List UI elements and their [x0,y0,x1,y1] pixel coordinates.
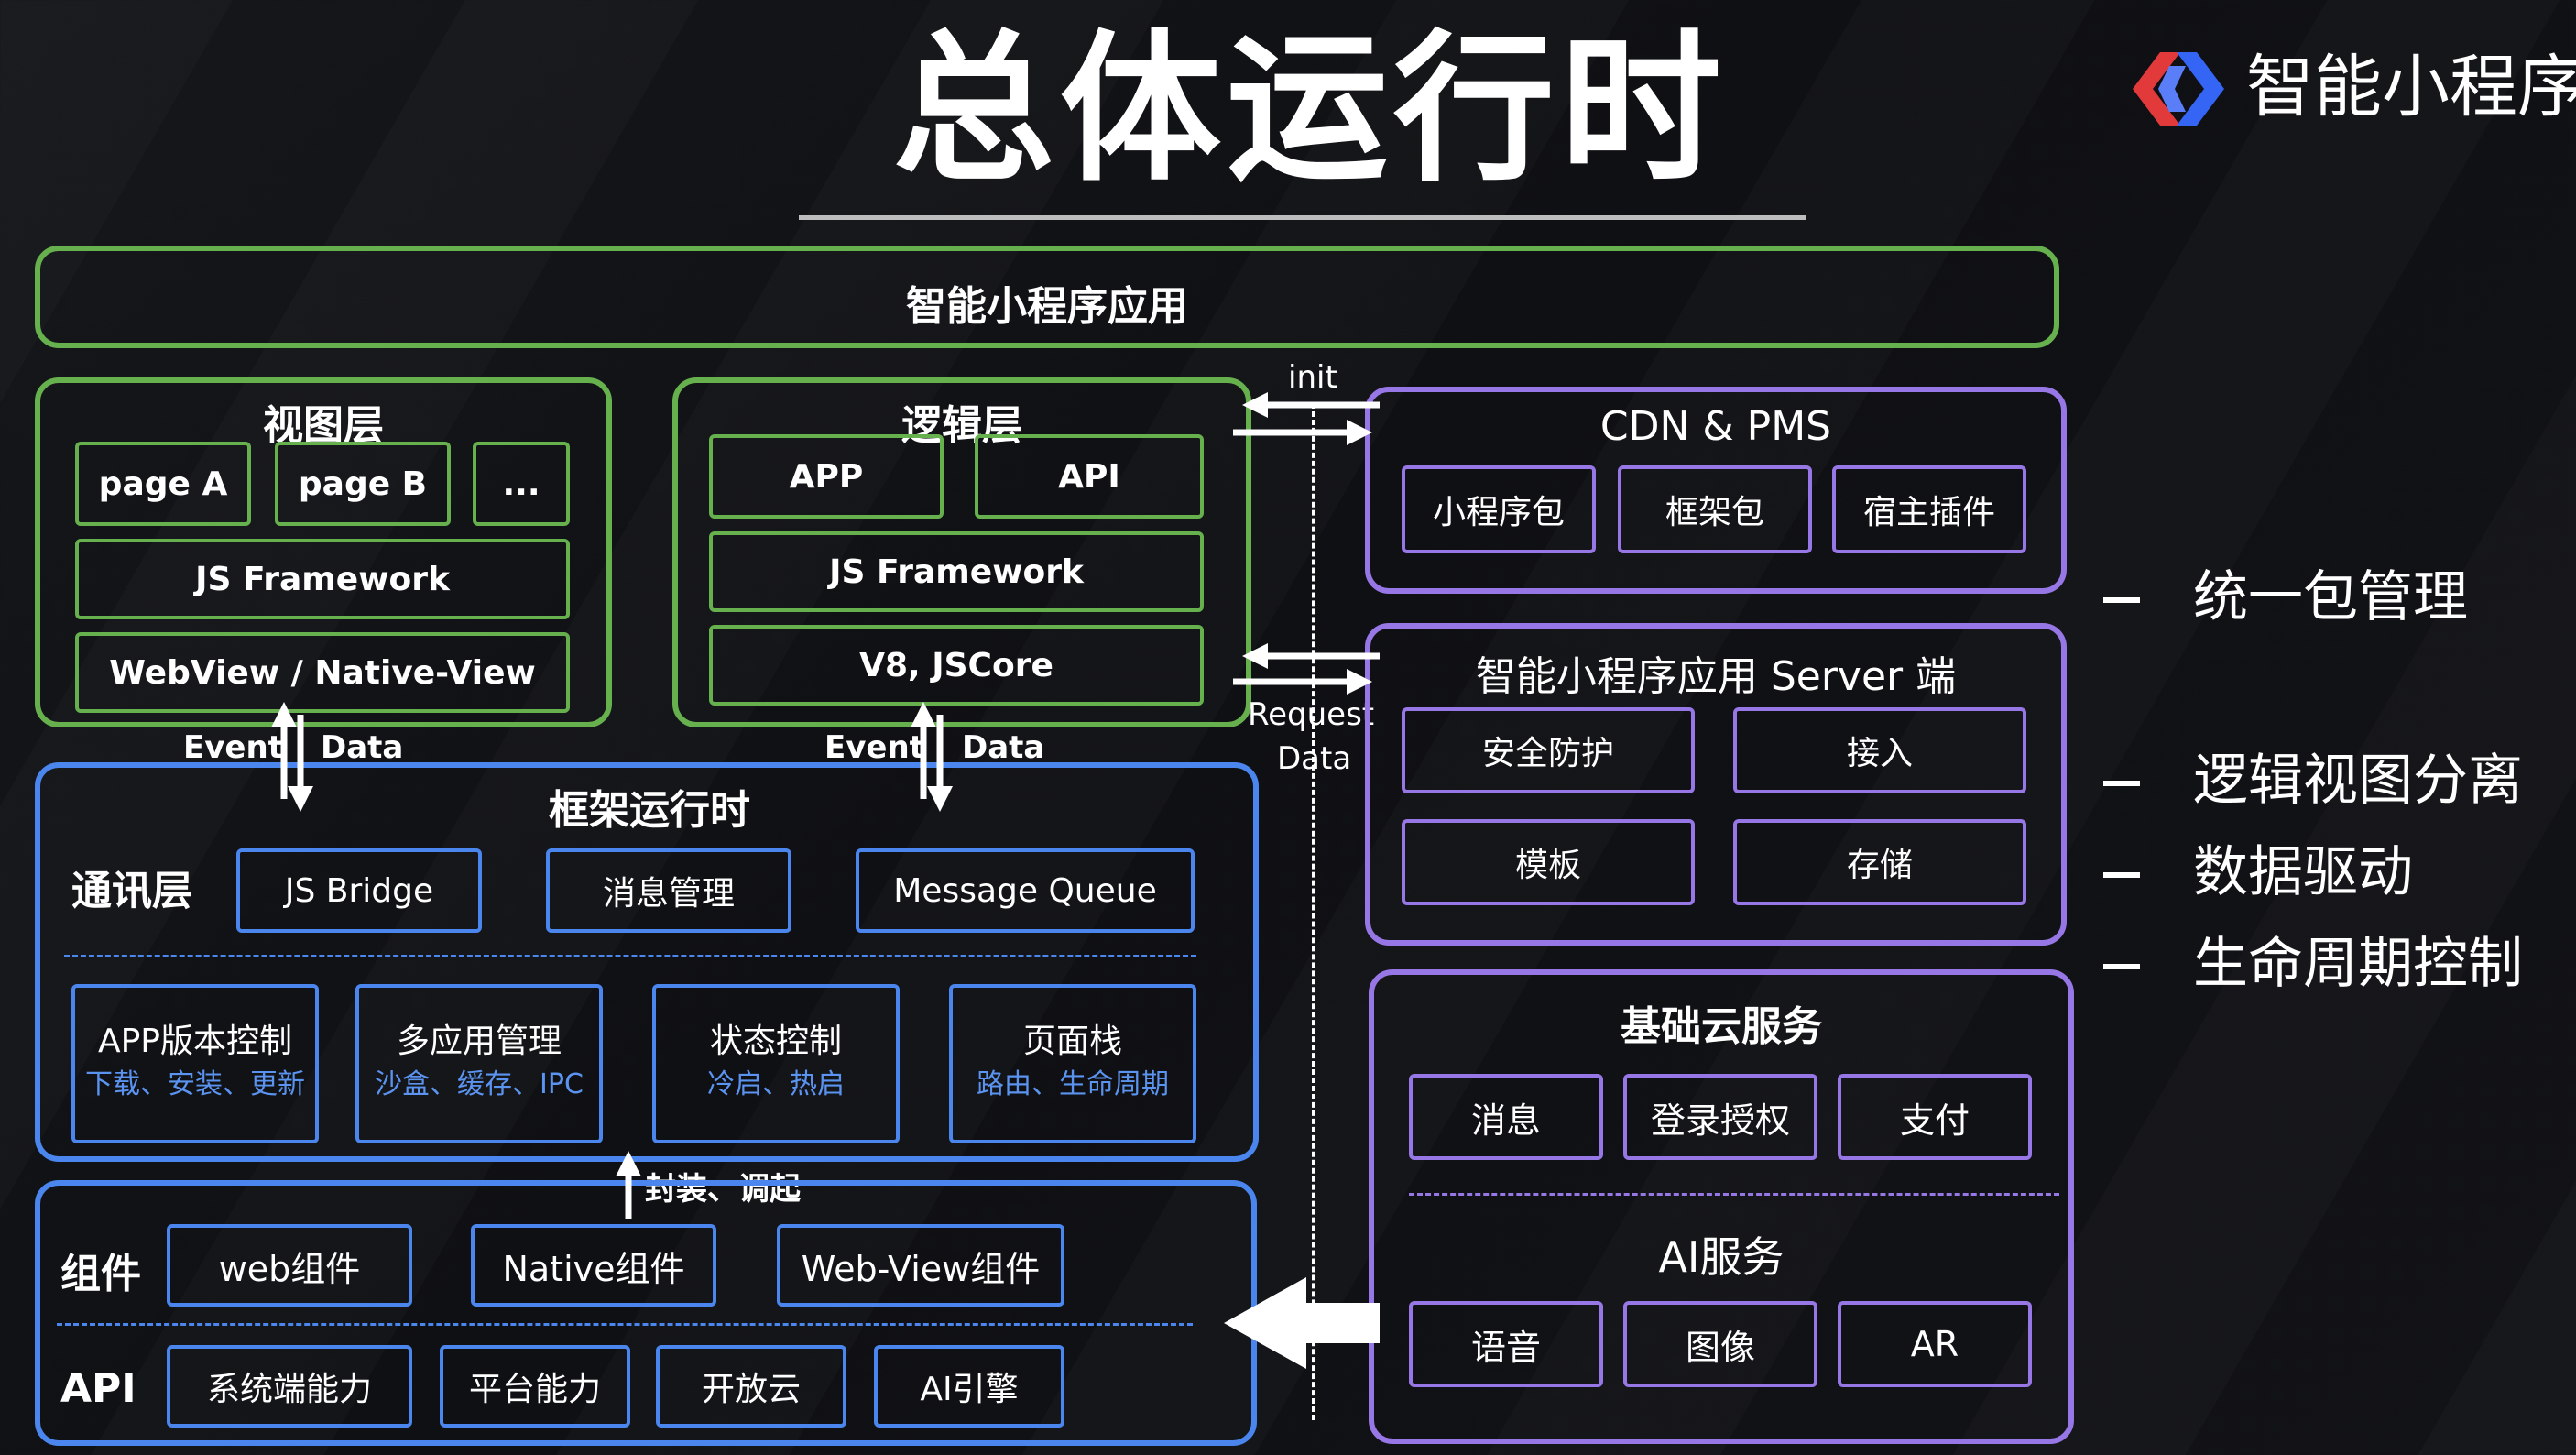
miniprogram-package-box: 小程序包 [1402,465,1596,553]
bullet-item: 生命周期控制 [2103,927,2523,1001]
server-title: 智能小程序应用 Server 端 [1475,653,1957,700]
view-js-framework-box: JS Framework [75,539,570,619]
image-box: 图像 [1623,1301,1817,1387]
server-box: 智能小程序应用 Server 端 [1365,623,2067,946]
logic-js-framework-box: JS Framework [709,531,1204,612]
framework-runtime-title: 框架运行时 [549,787,750,834]
module-sub: 冷启、热启 [707,1068,845,1100]
module-sub: 下载、安装、更新 [85,1068,305,1100]
module-name: 多应用管理 [396,1023,562,1060]
runtime-module-page-stack: 页面栈 路由、生命周期 [949,984,1196,1143]
framework-runtime-box: 框架运行时 [35,762,1259,1162]
logic-event-label: Event [824,729,924,766]
logic-layer-title: 逻辑层 [901,402,1022,449]
js-bridge-box: JS Bridge [236,848,482,933]
webview-component-box: Web-View组件 [777,1224,1064,1307]
wrap-invoke-label: 封装、调起 [645,1171,801,1208]
cdn-pms-title: CDN & PMS [1599,403,1832,450]
module-name: 页面栈 [1022,1023,1122,1060]
framework-package-box: 框架包 [1618,465,1812,553]
ar-box: AR [1838,1301,2032,1387]
module-sub: 路由、生命周期 [977,1068,1169,1100]
cdn-pms-box: CDN & PMS [1365,387,2067,594]
page-a-box: page A [75,442,251,526]
ai-engine-box: AI引擎 [874,1345,1064,1428]
cloud-to-api-arrow [1224,1277,1380,1369]
module-name: 状态控制 [709,1023,842,1060]
logic-app-box: APP [709,434,944,519]
view-layer-box: 视图层 [35,377,612,728]
comm-layer-label: 通讯层 [71,868,192,914]
smart-miniprogram-logo-icon [2133,52,2224,126]
logic-api-box: API [975,434,1204,519]
app-layer-box: 智能小程序应用 [35,246,2059,348]
open-cloud-box: 开放云 [656,1345,846,1428]
host-plugin-box: 宿主插件 [1832,465,2026,553]
v8-jscore-box: V8, JSCore [709,625,1204,706]
bullet-item: 逻辑视图分离 [2103,744,2523,817]
bullet-item: 统一包管理 [2103,561,2468,634]
view-data-label: Data [321,729,404,766]
cloud-services-box: 基础云服务 [1369,969,2074,1444]
components-divider [57,1323,1193,1326]
runtime-divider [64,955,1196,957]
message-service-box: 消息 [1409,1074,1603,1160]
message-management-box: 消息管理 [546,848,791,933]
payment-box: 支付 [1838,1074,2032,1160]
platform-capability-box: 平台能力 [440,1345,630,1428]
page-more-box: ... [473,442,570,526]
web-component-box: web组件 [167,1224,412,1307]
request-label: Request [1248,696,1375,733]
login-auth-box: 登录授权 [1623,1074,1817,1160]
init-label: init [1288,359,1337,396]
runtime-module-state-control: 状态控制 冷启、热启 [652,984,900,1143]
page-title: 总体运行时 [892,16,1727,203]
client-server-divider [1312,403,1315,1420]
ai-service-title: AI服务 [1658,1232,1785,1282]
app-layer-label: 智能小程序应用 [906,283,1188,330]
view-layer-title: 视图层 [263,402,384,449]
runtime-module-app-version: APP版本控制 下载、安装、更新 [71,984,319,1143]
api-label: API [60,1365,136,1412]
cloud-services-title: 基础云服务 [1621,1003,1822,1050]
title-underline [799,215,1806,220]
storage-box: 存储 [1733,819,2026,905]
webview-native-view-box: WebView / Native-View [75,632,570,713]
native-component-box: Native组件 [471,1224,716,1307]
module-name: APP版本控制 [97,1023,293,1060]
security-box: 安全防护 [1402,707,1695,793]
template-box: 模板 [1402,819,1695,905]
system-capability-box: 系统端能力 [167,1345,412,1428]
data-label: Data [1277,740,1352,777]
runtime-module-multi-app: 多应用管理 沙盒、缓存、IPC [355,984,603,1143]
page-b-box: page B [275,442,451,526]
message-queue-box: Message Queue [856,848,1195,933]
components-label: 组件 [60,1251,141,1297]
module-sub: 沙盒、缓存、IPC [375,1068,584,1100]
cloud-divider [1409,1193,2059,1196]
logo-text: 智能小程序 [2246,48,2576,126]
logic-data-label: Data [962,729,1045,766]
voice-box: 语音 [1409,1301,1603,1387]
access-box: 接入 [1733,707,2026,793]
view-event-label: Event [183,729,283,766]
logic-layer-box: 逻辑层 [672,377,1251,728]
bullet-item: 数据驱动 [2103,836,2413,909]
